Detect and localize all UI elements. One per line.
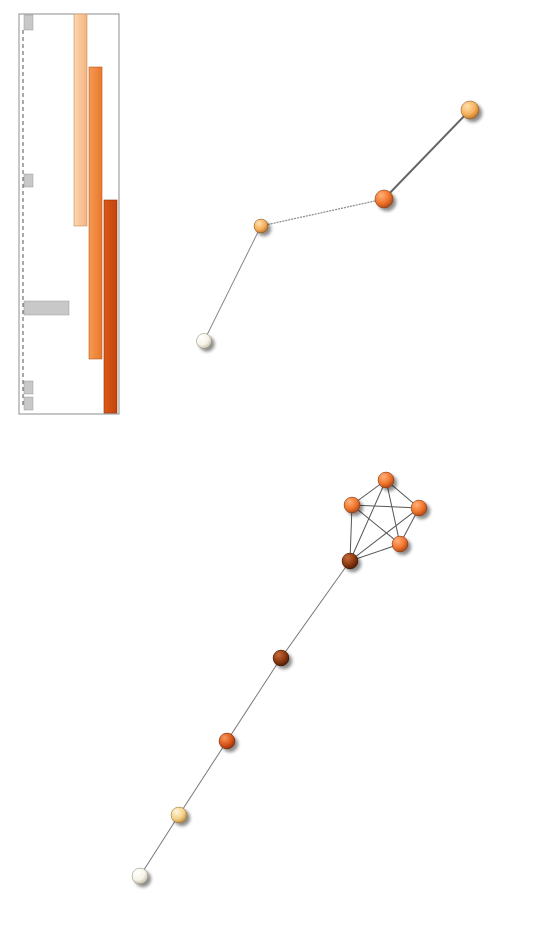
graph-edge	[178, 740, 228, 816]
gray-bar-3	[23, 300, 70, 316]
graph-node[interactable]	[377, 471, 395, 489]
graph-node[interactable]	[343, 496, 361, 514]
gray-bar-2	[23, 173, 34, 188]
graph-edge	[203, 225, 262, 342]
graph-edge	[260, 198, 385, 227]
histogram-frame	[18, 13, 120, 415]
graph-edge	[349, 504, 353, 562]
graph-node[interactable]	[391, 535, 409, 553]
histogram-panel	[18, 13, 120, 415]
graph-edge	[349, 479, 387, 562]
graph-edge	[385, 479, 401, 545]
gray-bar-5	[23, 396, 34, 411]
graph-edge	[351, 504, 401, 545]
graph-node[interactable]	[341, 552, 359, 570]
gray-bar-1	[23, 14, 34, 31]
graph-edge	[226, 657, 282, 742]
orange-bar-mid	[88, 66, 103, 360]
orange-bar-dark	[103, 199, 118, 414]
graph-edge	[383, 109, 471, 200]
graph-edge	[139, 814, 180, 877]
graph-node[interactable]	[131, 867, 149, 885]
graph-edge	[349, 507, 420, 562]
graph-edge	[351, 504, 420, 509]
graph-node[interactable]	[272, 649, 290, 667]
graph-node[interactable]	[218, 732, 236, 750]
graph-node[interactable]	[410, 499, 428, 517]
graph-node[interactable]	[460, 100, 480, 120]
gray-bar-4	[23, 380, 34, 395]
graph-node[interactable]	[374, 189, 394, 209]
upper-graph	[196, 100, 480, 349]
graph-node[interactable]	[253, 218, 269, 234]
graph-node[interactable]	[170, 806, 188, 824]
orange-bar-light	[73, 13, 88, 227]
graph-node[interactable]	[196, 333, 212, 349]
graph-edge	[349, 543, 401, 562]
graph-edge	[280, 560, 351, 659]
lower-graph	[131, 471, 428, 885]
